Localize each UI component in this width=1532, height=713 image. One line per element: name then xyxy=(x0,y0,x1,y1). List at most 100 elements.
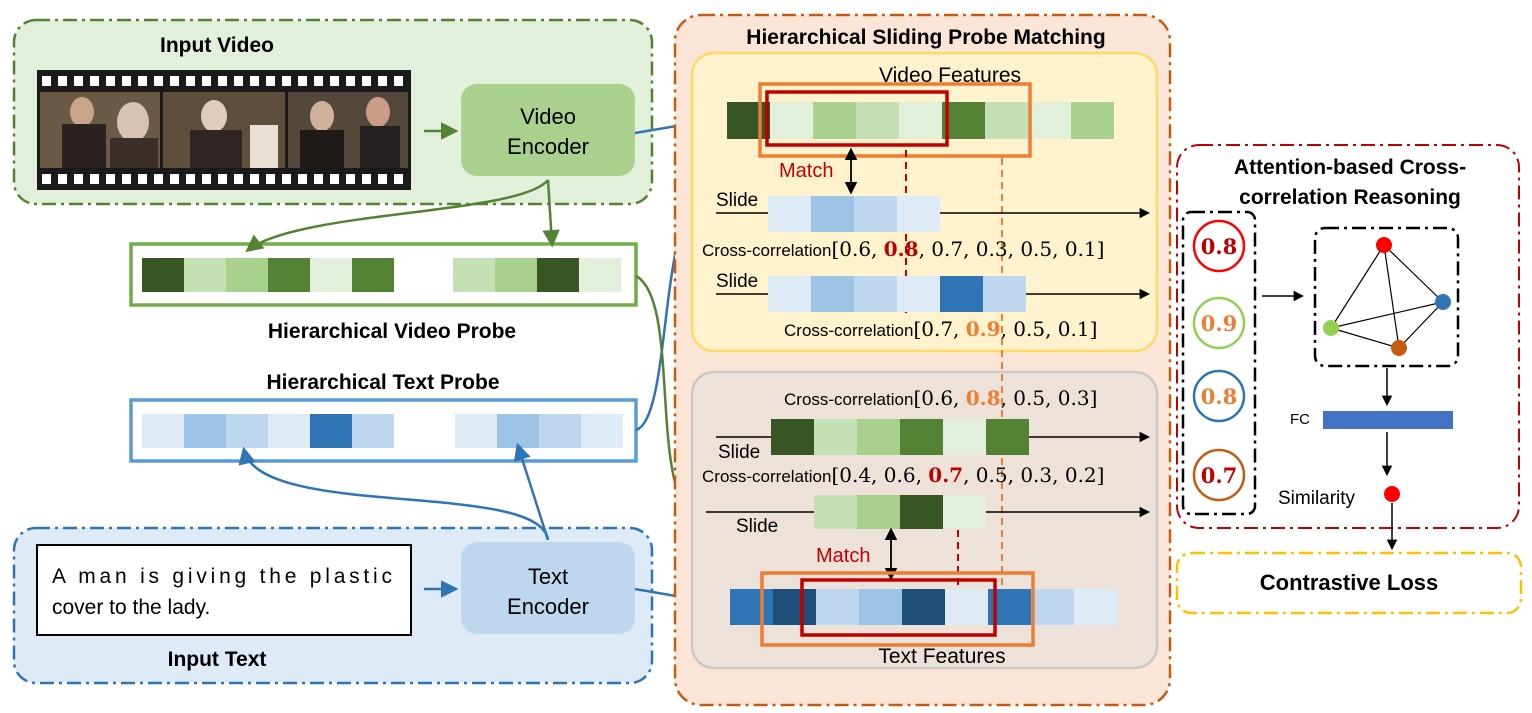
video-probe-label: Hierarchical Video Probe xyxy=(268,320,516,343)
text-slide-probe-cell xyxy=(814,419,857,455)
video-probe-cell xyxy=(268,258,310,292)
video-slide-probe-cell xyxy=(897,196,940,232)
text-sentence-line-1: A man is giving the plastic xyxy=(52,565,392,588)
film-sprocket-hole xyxy=(106,76,115,86)
similarity-node xyxy=(1384,486,1400,502)
video-slide-label-1: Slide xyxy=(716,190,758,211)
score-circle-3: 0.8 xyxy=(1192,369,1246,423)
film-sprocket-hole xyxy=(90,174,99,184)
film-sprocket-hole xyxy=(170,174,179,184)
graph-node-red xyxy=(1376,237,1392,253)
text-features-bar xyxy=(730,589,1117,625)
graph-node-brown xyxy=(1391,340,1407,356)
video-slide-label-2: Slide xyxy=(716,271,758,292)
film-sprocket-hole xyxy=(106,174,115,184)
film-sprocket-hole xyxy=(122,76,131,86)
film-sprocket-hole xyxy=(154,174,163,184)
video-match-label: Match xyxy=(779,160,833,182)
video-feature-cell xyxy=(770,102,813,139)
matching-title: Hierarchical Sliding Probe Matching xyxy=(746,26,1105,49)
video-feature-cell xyxy=(985,102,1028,139)
text-slide-probe-cell xyxy=(986,419,1029,455)
text-feature-cell xyxy=(730,589,773,625)
text-probe-cell xyxy=(455,414,497,448)
film-sprocket-hole xyxy=(58,174,67,184)
film-sprocket-hole xyxy=(346,174,355,184)
text-encoder-label-1: Text xyxy=(528,564,568,589)
film-sprocket-hole xyxy=(218,174,227,184)
video-probe: Hierarchical Video Probe xyxy=(129,242,638,343)
film-sprocket-hole xyxy=(330,174,339,184)
text-slide-probe-cell xyxy=(900,419,943,455)
film-sprocket-hole xyxy=(378,76,387,86)
text-slide-probe-cell xyxy=(943,419,986,455)
text-probe-cell xyxy=(184,414,226,448)
film-sprocket-hole xyxy=(250,76,259,86)
film-sprocket-hole xyxy=(298,174,307,184)
video-feature-cell xyxy=(942,102,985,139)
film-sprocket-hole xyxy=(202,174,211,184)
video-probe-cell xyxy=(352,258,394,292)
film-sprocket-hole xyxy=(90,76,99,86)
text-slide-label-2: Slide xyxy=(736,516,778,537)
video-feature-cell xyxy=(813,102,856,139)
graph-node-green xyxy=(1323,320,1339,336)
video-slide-probe-cell xyxy=(811,196,854,232)
video-slide-probe-cell xyxy=(897,276,940,312)
video-probe-cell xyxy=(142,258,184,292)
text-feature-cell xyxy=(816,589,859,625)
video-cc-2: Cross-correlation[0.7, 0.9, 0.5, 0.1] xyxy=(784,317,1097,341)
text-feature-cell xyxy=(859,589,902,625)
similarity-label: Similarity xyxy=(1278,488,1356,509)
reasoning-title-2: correlation Reasoning xyxy=(1239,186,1461,209)
text-sentence-line-2: cover to the lady. xyxy=(52,596,210,619)
video-probe-cell xyxy=(495,258,537,292)
film-sprocket-hole xyxy=(74,76,83,86)
video-feature-cell xyxy=(856,102,899,139)
text-probe-cell xyxy=(539,414,581,448)
video-feature-cell xyxy=(899,102,942,139)
video-probe-cell xyxy=(226,258,268,292)
video-slide-probe-cell xyxy=(854,196,897,232)
film-sprocket-hole xyxy=(42,174,51,184)
film-strip-image xyxy=(37,70,411,190)
video-slide-probe-cell xyxy=(983,276,1026,312)
video-encoder-label-1: Video xyxy=(520,104,576,129)
score-value-1: 0.8 xyxy=(1201,234,1238,259)
film-sprocket-hole xyxy=(74,174,83,184)
film-sprocket-hole xyxy=(186,174,195,184)
input-video-panel: Input Video Video Encoder xyxy=(12,18,654,206)
text-encoder-label-2: Encoder xyxy=(507,594,589,619)
text-slide-probe-cell xyxy=(943,495,986,529)
score-circle-4: 0.7 xyxy=(1192,448,1246,502)
contrastive-loss-box: Contrastive Loss xyxy=(1175,551,1523,615)
film-sprocket-hole xyxy=(138,76,147,86)
film-sprocket-hole xyxy=(314,76,323,86)
video-slide-probe-cell xyxy=(854,276,897,312)
text-feature-cell xyxy=(773,589,816,625)
video-encoder-box xyxy=(461,84,635,176)
text-feature-cell xyxy=(1074,589,1117,625)
input-text-title: Input Text xyxy=(168,648,267,671)
video-slide-probe-cell xyxy=(768,276,811,312)
text-feature-cell xyxy=(1031,589,1074,625)
contrastive-loss-label: Contrastive Loss xyxy=(1260,570,1439,595)
film-sprocket-hole xyxy=(266,76,275,86)
video-probe-cell xyxy=(310,258,352,292)
video-encoder-label-2: Encoder xyxy=(507,134,589,159)
film-sprocket-hole xyxy=(330,76,339,86)
video-features-label: Video Features xyxy=(879,64,1021,87)
film-sprocket-hole xyxy=(394,174,403,184)
film-sprocket-hole xyxy=(154,76,163,86)
fc-layer-bar xyxy=(1323,411,1453,429)
text-probe-cell xyxy=(352,414,394,448)
film-sprocket-hole xyxy=(282,76,291,86)
text-slide-probe-cell xyxy=(857,419,900,455)
film-sprocket-hole xyxy=(42,76,51,86)
text-encoder-box xyxy=(461,542,635,634)
video-probe-cell xyxy=(453,258,495,292)
attention-graph xyxy=(1313,226,1460,368)
video-cc-1: Cross-correlation[0.6, 0.8, 0.7, 0.3, 0.… xyxy=(702,237,1104,261)
text-probe-cell xyxy=(142,414,184,448)
film-sprocket-hole xyxy=(58,76,67,86)
